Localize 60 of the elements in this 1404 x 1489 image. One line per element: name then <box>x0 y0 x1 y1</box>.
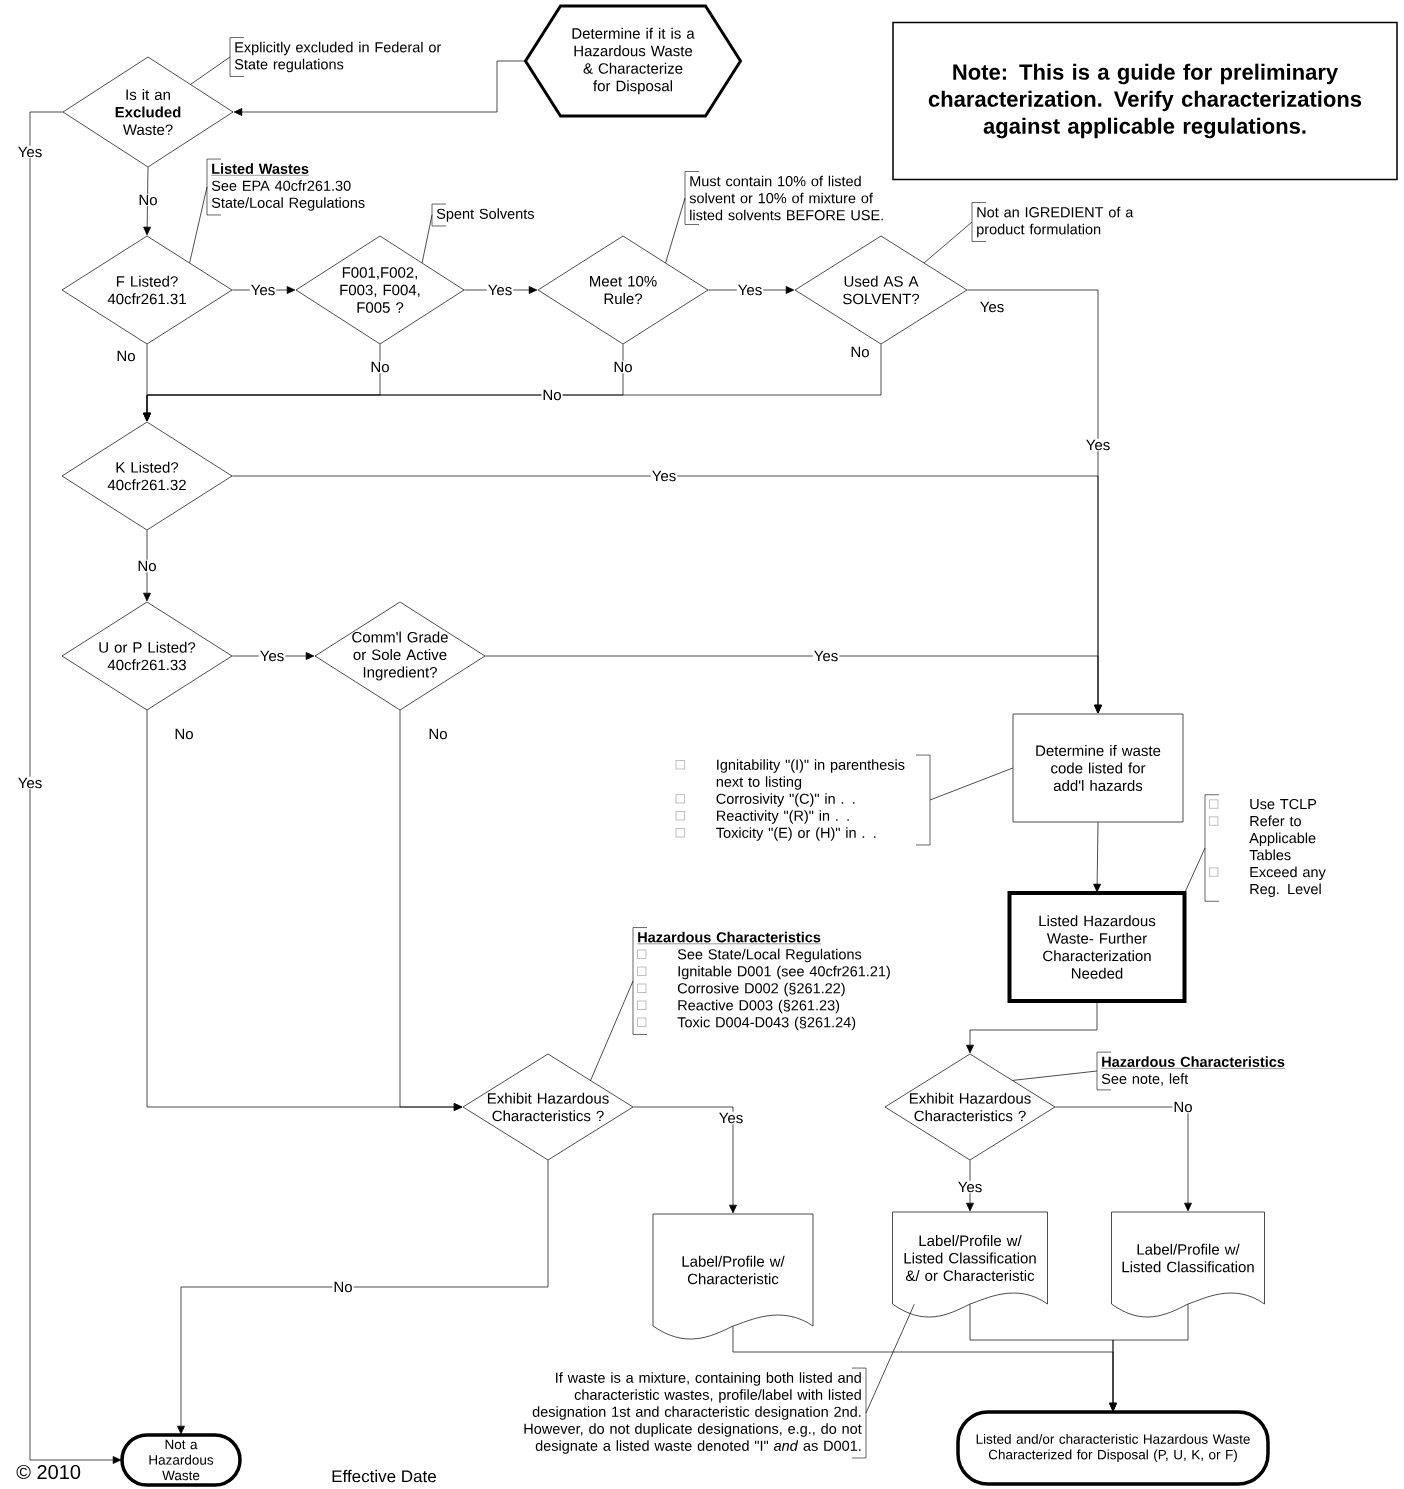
leader-line <box>1012 1070 1098 1081</box>
callout-note: Must contain 10% of listed solvent or 10% of mixture of listed solvents BEFORE USE. <box>684 171 883 225</box>
leader-line <box>590 980 634 1081</box>
arrow <box>143 343 882 422</box>
leader-line <box>923 221 973 264</box>
arrow <box>1054 1106 1192 1212</box>
arrow <box>632 1106 737 1214</box>
edge-label: No <box>369 360 391 374</box>
process-box: Listed Hazardous Waste- Further Characterization Needed <box>1007 891 1187 1003</box>
line-label: Yes <box>1084 438 1112 452</box>
arrow <box>143 166 152 236</box>
edge-label: Yes <box>249 283 277 297</box>
edge-label: No <box>1172 1100 1194 1114</box>
edge-label: Yes <box>258 649 286 663</box>
arrow <box>1109 1303 1189 1412</box>
edge-label: No <box>137 193 159 207</box>
callout-note: Not an IGREDIENT of a product formulation <box>971 202 1134 242</box>
footer-text: © 2010 <box>16 1464 81 1480</box>
edge-label: Yes <box>717 1111 745 1125</box>
edge-label: Yes <box>16 145 44 159</box>
leader-line <box>189 186 208 264</box>
leader-line <box>865 1303 915 1414</box>
arrow <box>1093 821 1102 893</box>
arrow <box>29 111 122 1464</box>
arrow <box>484 655 1102 714</box>
arrow <box>143 529 151 602</box>
edge-label: No <box>849 345 871 359</box>
edge-label: No <box>173 727 195 741</box>
callout-note: Spent Solvents <box>431 203 534 227</box>
edge-label: Yes <box>486 283 514 297</box>
edge-label: Yes <box>956 1180 984 1194</box>
line-label: No <box>541 388 563 402</box>
edge-label: No <box>612 360 634 374</box>
edge-label: No <box>427 727 449 741</box>
line-label: Yes <box>16 776 44 790</box>
arrow <box>177 1159 549 1435</box>
edge-label: Yes <box>736 283 764 297</box>
edge-label: Yes <box>650 469 678 483</box>
note-box: Note: This is a guide for preliminary characterization. Verify characterizations against applicable regulations. <box>892 21 1398 181</box>
callout-note: Ignitability "(I)" in parenthesis next to listing Corrosivity "(C)" in . . Reactivity "(R)" in . . Toxicity "(E) or (H)" in . . <box>675 754 931 846</box>
callout-note: Use TCLP Refer to Applicable Tables Exceed any Reg. Level <box>1204 794 1326 902</box>
edge-label: No <box>136 559 158 573</box>
leader-line <box>929 767 1014 801</box>
arrow <box>966 1000 1098 1054</box>
leader-line <box>1184 847 1206 894</box>
callout-note: If waste is a mixture, containing both listed and characteristic wastes, profile/label with listed designation 1st and characteristic designation 2nd. However, do not duplicate designations, e.g., do not designate a listed waste denoted "I" and as D001. <box>524 1367 867 1459</box>
process-box: Determine if waste code listed for add'l hazards <box>1012 713 1184 823</box>
edge-label: No <box>115 349 137 363</box>
leader-line <box>421 214 433 264</box>
edge-label: Yes <box>812 649 840 663</box>
footer-text: Effective Date <box>332 1469 436 1483</box>
leader-line <box>665 197 686 264</box>
edge-label: No <box>332 1280 354 1294</box>
leader-line <box>190 56 231 85</box>
edge-label: Yes <box>978 300 1006 314</box>
callout-note: Hazardous Characteristics See note, left <box>1096 1051 1286 1091</box>
callout-note: Hazardous Characteristics See State/Local Regulations Ignitable D001 (see 40cfr261.21) Corrosive D002 (§261.22) Reactive D003 (§261.23) Toxic D004-D043 (§261.24) <box>632 927 890 1035</box>
arrow <box>966 1159 974 1212</box>
arrow <box>233 60 526 116</box>
arrow <box>399 709 463 1111</box>
